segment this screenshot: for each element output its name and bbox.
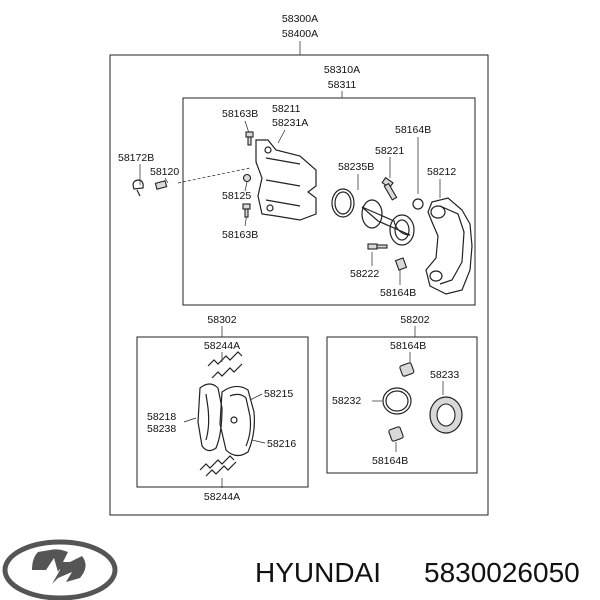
piston-seal-label: 58235B bbox=[338, 161, 374, 173]
clip-top-icon bbox=[207, 351, 243, 379]
brake-pad-left-icon bbox=[197, 383, 223, 452]
guide-pin-bottom-icon bbox=[367, 243, 388, 250]
seal-kit-boot-top-icon bbox=[399, 362, 415, 377]
seal-ring-inner-icon bbox=[385, 390, 409, 412]
nut-label: 58125 bbox=[222, 190, 251, 202]
bleeder-cap-icon bbox=[132, 179, 144, 197]
leader-line bbox=[177, 167, 251, 184]
leader-line bbox=[251, 439, 266, 444]
seal-ring-icon bbox=[382, 387, 412, 415]
bolt-bottom-label: 58163B bbox=[222, 229, 258, 241]
guide-pin-bottom-label: 58222 bbox=[350, 268, 379, 280]
seal-kit-boot-top-label: 58164B bbox=[390, 340, 426, 352]
clip-bottom-icon bbox=[199, 455, 237, 477]
assembly-number-label: 58300A bbox=[282, 13, 318, 25]
leader-line bbox=[277, 129, 286, 144]
nut-icon bbox=[242, 173, 252, 183]
seal-kit-frame bbox=[326, 336, 478, 474]
pad-left-label: 58238 bbox=[147, 423, 176, 435]
leader-line bbox=[244, 181, 248, 192]
piston-icon bbox=[361, 199, 415, 246]
piston-seal-inner-icon bbox=[334, 191, 352, 215]
clip-bottom-label: 58244A bbox=[204, 491, 240, 503]
caliper-housing-icon bbox=[425, 197, 473, 295]
part-number-label: 5830026050 bbox=[424, 557, 580, 588]
pad-right-label: 58216 bbox=[267, 438, 296, 450]
assembly-number-label: 58400A bbox=[282, 28, 318, 40]
guide-pin-top-label: 58221 bbox=[375, 145, 404, 157]
outer-frame bbox=[109, 54, 489, 516]
caliper-frame bbox=[182, 97, 476, 306]
bolt-bottom-icon bbox=[242, 203, 251, 218]
bleeder-label: 58120 bbox=[150, 166, 179, 178]
bolt-top-label: 58163B bbox=[222, 108, 258, 120]
caliper-assy-label: 58311 bbox=[328, 79, 357, 91]
bracket-label: 58231A bbox=[272, 117, 308, 129]
hyundai-logo-icon bbox=[2, 539, 118, 600]
bleeder-cap-label: 58172B bbox=[118, 152, 154, 164]
piston-seal-icon bbox=[331, 188, 355, 218]
shim-right-label: 58215 bbox=[264, 388, 293, 400]
seal-kit-boot-bottom-icon bbox=[388, 426, 404, 442]
boot-top-icon bbox=[412, 198, 424, 210]
housing-label: 58212 bbox=[427, 166, 456, 178]
piston-boot-label: 58233 bbox=[430, 369, 459, 381]
bolt-top-icon bbox=[245, 131, 254, 146]
leader-line bbox=[183, 417, 197, 423]
pad-left-label: 58218 bbox=[147, 411, 176, 423]
bleeder-screw-icon bbox=[154, 180, 168, 190]
pad-kit-label: 58302 bbox=[207, 314, 236, 326]
bracket-label: 58211 bbox=[272, 103, 301, 115]
boot-bottom-icon bbox=[394, 257, 408, 271]
piston-boot-icon bbox=[429, 396, 463, 434]
leader-line bbox=[244, 120, 250, 134]
caliper-bracket-icon bbox=[255, 139, 317, 221]
seal-label: 58232 bbox=[332, 395, 361, 407]
caliper-assy-label: 58310A bbox=[324, 64, 360, 76]
leader-line bbox=[164, 177, 169, 184]
pad-kit-frame bbox=[136, 336, 309, 488]
boot-bottom-label: 58164B bbox=[380, 287, 416, 299]
brake-pad-right-icon bbox=[219, 385, 255, 457]
leader-line bbox=[249, 393, 263, 401]
guide-pin-top-icon bbox=[381, 176, 398, 201]
boot-top-label: 58164B bbox=[395, 124, 431, 136]
clip-top-label: 58244A bbox=[204, 340, 240, 352]
brand-label: HYUNDAI bbox=[255, 557, 381, 588]
seal-kit-label: 58202 bbox=[400, 314, 429, 326]
seal-kit-boot-bottom-label: 58164B bbox=[372, 455, 408, 467]
